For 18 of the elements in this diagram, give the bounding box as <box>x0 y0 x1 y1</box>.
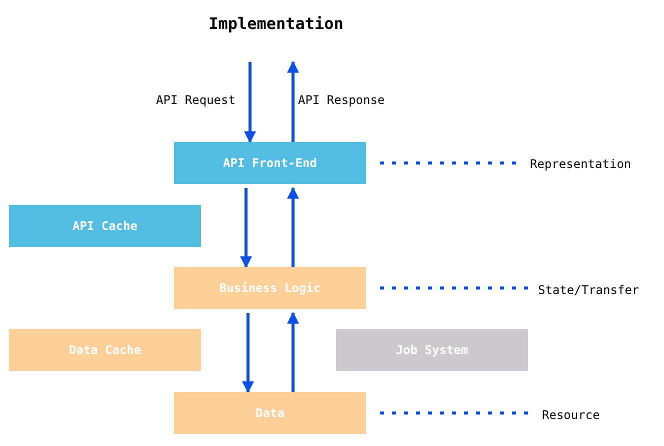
process-box: Data <box>174 392 366 434</box>
arrow <box>287 60 299 142</box>
edge-label: API Request <box>156 93 236 107</box>
arrow <box>240 188 252 268</box>
arrow <box>287 186 299 267</box>
edge-label: API Response <box>298 93 385 107</box>
layer-label: Resource <box>542 405 622 425</box>
process-box: API Cache <box>9 205 201 247</box>
dotted-line <box>380 286 530 290</box>
diagram-title: Implementation <box>208 14 344 33</box>
process-box: Business Logic <box>174 267 366 309</box>
process-box: API Front-End <box>174 142 366 184</box>
layer-label: Representation <box>530 154 648 174</box>
arrow <box>244 62 256 144</box>
arrow <box>242 313 254 394</box>
arrow <box>287 312 299 392</box>
layer-label: State/Transfer <box>538 280 656 300</box>
process-box: Data Cache <box>9 329 201 371</box>
